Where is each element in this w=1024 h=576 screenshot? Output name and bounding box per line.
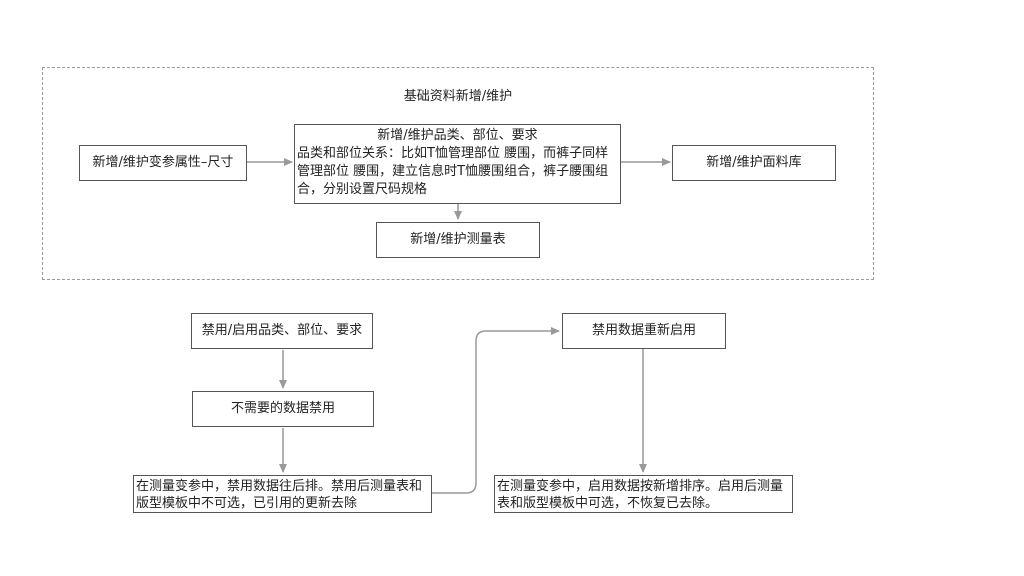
node-fabric-library-label: 新增/维护面料库 (706, 155, 802, 170)
node-disable-unused[interactable]: 不需要的数据禁用 (192, 391, 374, 427)
node-enabled-effect[interactable]: 在测量变参中，启用数据按新增排序。启用后测量表和版型模板中可选，不恢复已去除。 (494, 475, 793, 513)
node-size-attribute-label: 新增/维护变参属性–尺寸 (92, 155, 234, 170)
edge-effect-to-reenable (432, 327, 560, 494)
basic-data-group-frame (42, 67, 874, 280)
node-disable-unused-label: 不需要的数据禁用 (230, 401, 335, 416)
node-category-heading: 新增/维护品类、部位、要求 (377, 128, 538, 143)
node-toggle-category-label: 禁用/启用品类、部位、要求 (201, 323, 363, 338)
node-size-attribute[interactable]: 新增/维护变参属性–尺寸 (79, 145, 247, 181)
node-category-maintenance[interactable]: 新增/维护品类、部位、要求 品类和部位关系：比如T恤管理部位 腰围，而裤子同样管… (294, 124, 621, 204)
group-title: 基础资料新增/维护 (403, 89, 513, 104)
node-fabric-library[interactable]: 新增/维护面料库 (672, 145, 836, 181)
node-reenable[interactable]: 禁用数据重新启用 (562, 313, 726, 349)
node-category-body: 品类和部位关系：比如T恤管理部位 腰围，而裤子同样管理部位 腰围，建立信息时T恤… (297, 146, 609, 197)
node-measure-table-label: 新增/维护测量表 (410, 232, 506, 247)
node-disabled-effect-label: 在测量变参中，禁用数据往后排。禁用后测量表和版型模板中不可选，已引用的更新去除 (136, 479, 423, 511)
node-disabled-effect[interactable]: 在测量变参中，禁用数据往后排。禁用后测量表和版型模板中不可选，已引用的更新去除 (133, 475, 432, 513)
node-toggle-category[interactable]: 禁用/启用品类、部位、要求 (191, 313, 373, 349)
node-enabled-effect-label: 在测量变参中，启用数据按新增排序。启用后测量表和版型模板中可选，不恢复已去除。 (497, 479, 784, 511)
node-reenable-label: 禁用数据重新启用 (591, 323, 696, 338)
node-measure-table[interactable]: 新增/维护测量表 (376, 222, 540, 258)
